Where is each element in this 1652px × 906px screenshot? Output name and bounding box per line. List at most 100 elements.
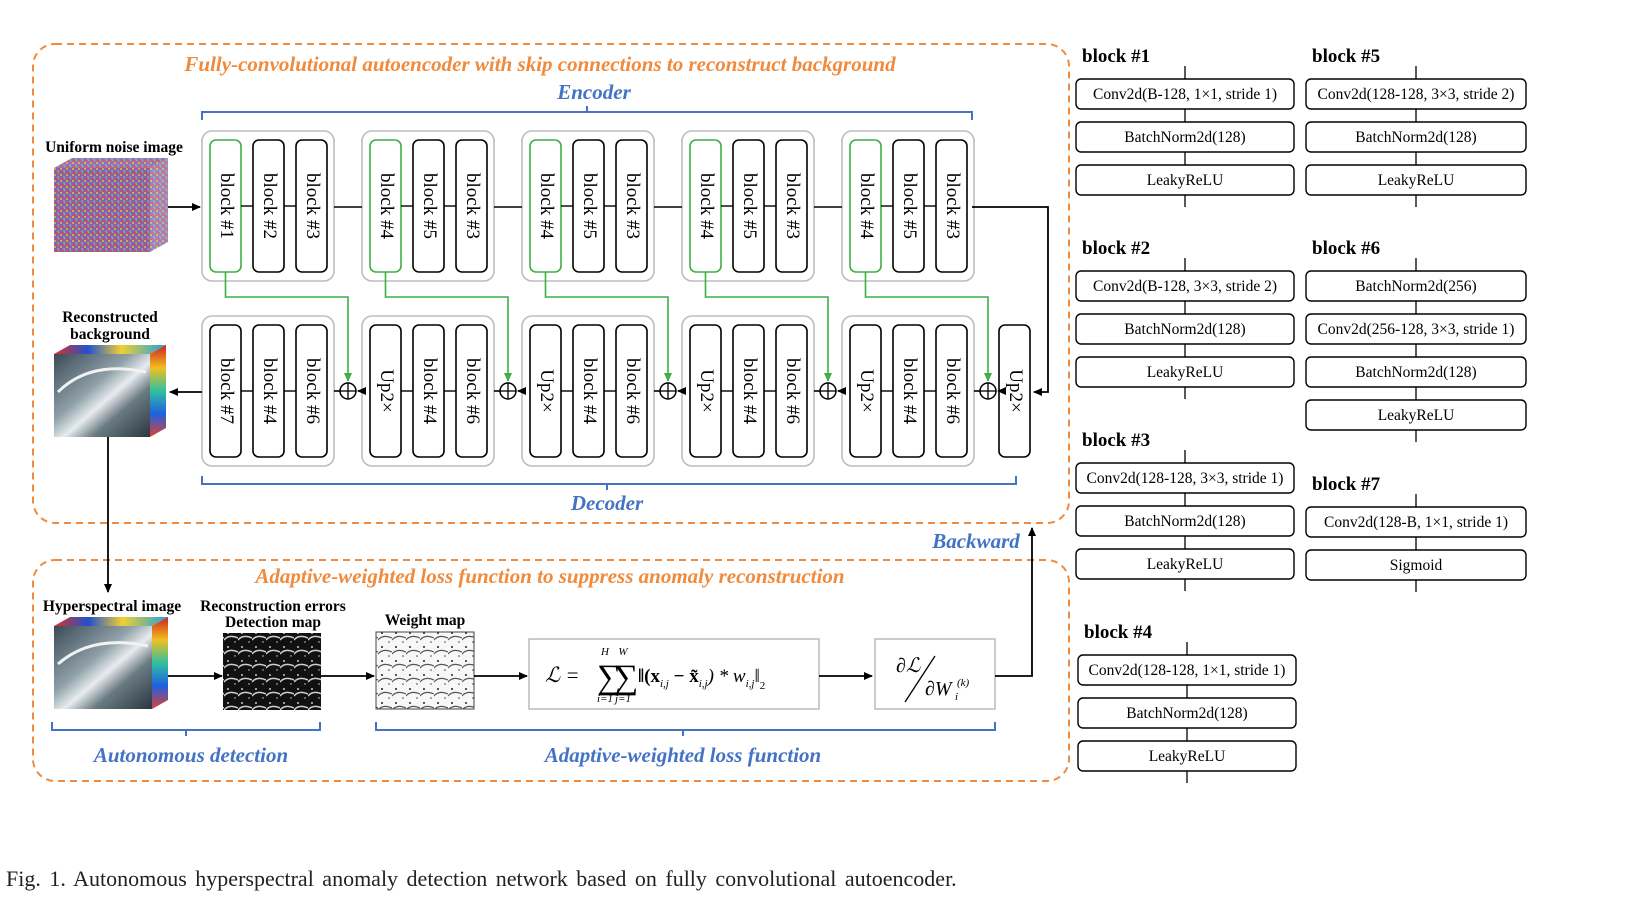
block-definition-title: block #6	[1312, 238, 1380, 259]
layer-label: LeakyReLU	[1149, 748, 1226, 765]
layer-label: LeakyReLU	[1378, 407, 1455, 424]
backward-arrow	[995, 527, 1036, 677]
sum-node	[979, 382, 997, 400]
encoder-block-label: block #3	[302, 173, 323, 239]
encoder-block-box	[775, 139, 808, 273]
encoder-block-label: block #3	[622, 173, 643, 239]
layer-label: BatchNorm2d(128)	[1355, 129, 1476, 146]
reconstructed-cube-image	[54, 345, 166, 437]
encoder-block-label: block #5	[579, 173, 600, 239]
layer-label: Sigmoid	[1390, 557, 1443, 574]
bottleneck-connector	[972, 206, 1049, 396]
block-definition-7: block #7 Conv2d(128-B, 1×1, stride 1) Sigm…	[1305, 474, 1527, 592]
svg-text:ℒ =: ℒ =	[545, 663, 580, 687]
layer-label: Conv2d(256-128, 3×3, stride 1)	[1318, 321, 1515, 338]
encoder-block-label: block #3	[782, 173, 803, 239]
svg-text:W: W	[618, 646, 628, 658]
sum-node	[659, 382, 677, 400]
layer-box	[1075, 121, 1295, 153]
block-definition-title: block #2	[1082, 238, 1150, 259]
layer-box	[1305, 549, 1527, 581]
encoder-block-label: block #3	[462, 173, 483, 239]
skip-connection	[864, 272, 992, 382]
input-label: Uniform noise image	[45, 139, 183, 156]
decoder-block-label: block #4	[419, 358, 440, 424]
layer-box	[1305, 356, 1527, 388]
layer-box	[1075, 356, 1295, 388]
decoder-block-box	[935, 324, 968, 458]
decoder-block-label: block #6	[942, 358, 963, 424]
skip-connection	[544, 272, 672, 382]
layer-label: LeakyReLU	[1378, 172, 1455, 189]
adaptive-bracket	[375, 722, 996, 736]
encoder-block-label: block #2	[259, 173, 280, 239]
layer-label: LeakyReLU	[1147, 364, 1224, 381]
decoder-bracket	[201, 476, 1017, 490]
encoder-block-label: block #5	[419, 173, 440, 239]
layer-label: Conv2d(128-B, 1×1, stride 1)	[1324, 514, 1508, 531]
encoder-block-label: block #4	[536, 173, 557, 239]
layer-box	[1077, 654, 1297, 686]
decoder-block-label: block #7	[216, 358, 237, 424]
autoencoder-title: Fully-convolutional autoencoder with ski…	[183, 52, 896, 76]
svg-text:∑: ∑	[597, 659, 621, 696]
block-definition-title: block #1	[1082, 46, 1150, 67]
weight-label: Weight map	[385, 612, 466, 629]
block-definition-title: block #7	[1312, 474, 1381, 495]
block-definition-title: block #5	[1312, 46, 1380, 67]
skip-connection	[384, 272, 512, 382]
errors-label-line1: Reconstruction errors	[200, 598, 346, 615]
layer-box	[1305, 121, 1527, 153]
encoder-block-label: block #4	[376, 173, 397, 239]
svg-text:H: H	[600, 646, 610, 658]
layer-label: Conv2d(128-128, 3×3, stride 2)	[1318, 86, 1515, 103]
decoder-block-box	[455, 324, 488, 458]
decoder-block-label: block #6	[302, 358, 323, 424]
decoder-block-label: block #4	[899, 358, 920, 424]
loss-formula: ℒ = ∑ H i=1 ∑ W j=1 ‖(xi,j − x̃i,j) * wi…	[545, 646, 765, 705]
layer-box	[1305, 399, 1527, 431]
decoder-block-label: block #6	[782, 358, 803, 424]
layer-box	[1305, 506, 1527, 538]
encoder-block-label: block #4	[696, 173, 717, 239]
layer-box	[1075, 548, 1295, 580]
figure-caption: Fig. 1. Autonomous hyperspectral anomaly…	[6, 866, 957, 891]
decoder-block-label: Up2×	[376, 369, 397, 412]
encoder-bracket	[201, 106, 973, 120]
svg-text:∑: ∑	[614, 659, 638, 696]
sum-node	[339, 382, 357, 400]
encoder-block-box	[935, 139, 968, 273]
block-definition-title: block #4	[1084, 622, 1153, 643]
encoder-block-label: block #5	[739, 173, 760, 239]
weight-map-image	[375, 631, 475, 710]
gradient-box	[874, 638, 996, 710]
layer-label: Conv2d(128-128, 3×3, stride 1)	[1087, 470, 1284, 487]
sum-node	[499, 382, 517, 400]
output-label-line1: Reconstructed	[62, 309, 158, 326]
encoder-block-box	[455, 139, 488, 273]
layer-box	[1305, 270, 1527, 302]
layer-box	[1075, 462, 1295, 494]
encoder-block-label: block #5	[899, 173, 920, 239]
layer-box	[1075, 164, 1295, 196]
decoder-block-label: block #4	[579, 358, 600, 424]
layer-label: BatchNorm2d(256)	[1355, 278, 1476, 295]
encoder-block-label: block #3	[942, 173, 963, 239]
encoder-block-box	[295, 139, 328, 273]
skip-connection	[224, 272, 352, 382]
encoder-label: Encoder	[556, 80, 631, 104]
layer-label: BatchNorm2d(128)	[1124, 513, 1245, 530]
gradient-formula: ∂ℒ ∂W (k) i	[896, 655, 970, 703]
encoder-block-box	[615, 139, 648, 273]
svg-text:∂W: ∂W	[925, 678, 954, 700]
backward-label: Backward	[931, 529, 1020, 553]
decoder-block-box	[295, 324, 328, 458]
autoencoder-frame	[32, 43, 1070, 524]
errors-label-line2: Detection map	[225, 614, 321, 631]
svg-text:i=1: i=1	[597, 693, 613, 705]
layer-label: LeakyReLU	[1147, 172, 1224, 189]
skip-connection	[704, 272, 832, 382]
decoder-label: Decoder	[570, 491, 644, 515]
